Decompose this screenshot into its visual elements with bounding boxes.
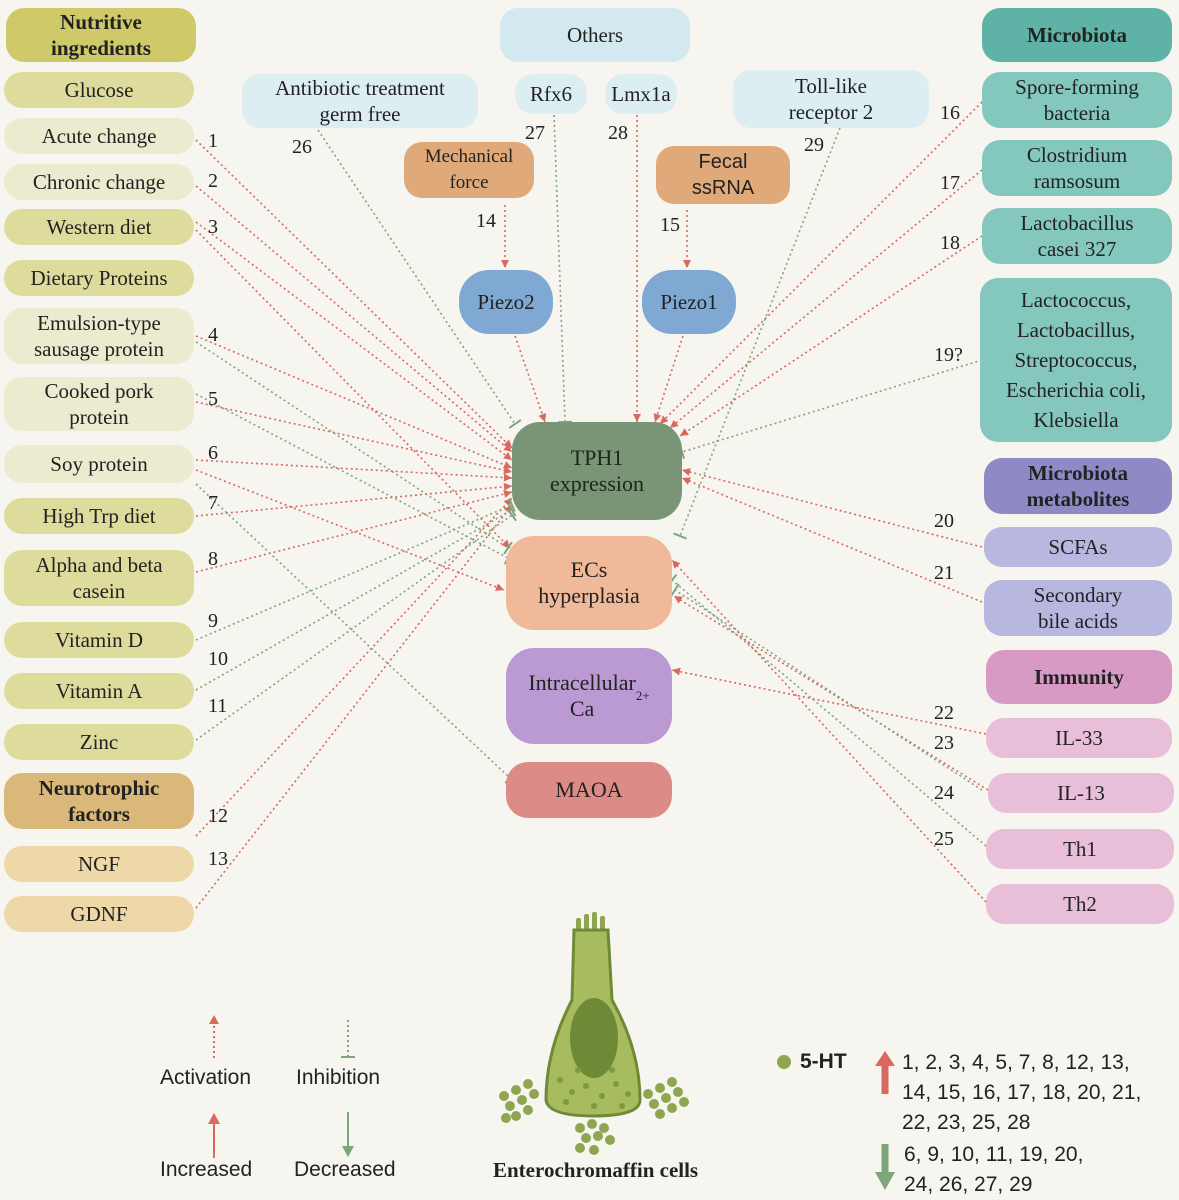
ref-number-8: 8: [208, 548, 218, 570]
legend-inhibition: Inhibition: [296, 1066, 381, 1089]
increased-5ht-arrow-icon: [875, 1051, 895, 1094]
il13-label: IL-13: [988, 773, 1174, 813]
ref-number-1: 1: [208, 130, 218, 152]
mechanical-force-label: Mechanical force: [404, 142, 534, 198]
western-diet-label: Western diet: [4, 209, 194, 245]
nutritive-ingredients-header: Nutritive ingredients: [6, 8, 196, 62]
immunity-header: Immunity: [986, 650, 1172, 704]
activation-arrow-icon: [209, 1015, 219, 1058]
ref-number-16: 16: [940, 102, 960, 124]
ref-number-4: 4: [208, 324, 218, 346]
ref-number-20: 20: [934, 510, 954, 532]
neurotrophic-factors-header: Neurotrophic factors: [4, 773, 194, 829]
ref-number-9: 9: [208, 610, 218, 632]
clostridium-ramsosum-label: Clostridium ramsosum: [982, 140, 1172, 196]
ngf-label: NGF: [4, 846, 194, 882]
piezo1-label: Piezo1: [642, 270, 736, 334]
ref-number-3: 3: [208, 216, 218, 238]
ref-number-14: 14: [476, 210, 496, 232]
cooked-pork-protein-label: Cooked pork protein: [4, 377, 194, 431]
maoa-node: MAOA: [506, 762, 672, 818]
mixed-bacteria-label: Lactococcus, Lactobacillus, Streptococcu…: [980, 278, 1172, 442]
vitamin-d-label: Vitamin D: [4, 622, 194, 658]
ref-number-2: 2: [208, 170, 218, 192]
alpha-beta-casein-label: Alpha and beta casein: [4, 550, 194, 606]
th2-label: Th2: [986, 884, 1174, 924]
ref-number-7: 7: [208, 492, 218, 514]
secondary-bile-acids-label: Secondary bile acids: [984, 580, 1172, 636]
dietary-proteins-label: Dietary Proteins: [4, 260, 194, 296]
toll-like-receptor-2-label: Toll-like receptor 2: [733, 70, 929, 128]
ref-number-19: 19?: [934, 344, 963, 366]
legend-increased: Increased: [160, 1158, 253, 1181]
ref-number-24: 24: [934, 782, 954, 804]
lactobacillus-casei-327-label: Lactobacillus casei 327: [982, 208, 1172, 264]
decreased-5ht-arrow-icon: [875, 1144, 895, 1190]
ref-number-26: 26: [292, 136, 312, 158]
5ht-dot-icon: [777, 1055, 791, 1069]
ref-number-29: 29: [804, 134, 824, 156]
inhibition-bar-icon: [341, 1020, 355, 1058]
ref-number-13: 13: [208, 848, 228, 870]
piezo2-label: Piezo2: [459, 270, 553, 334]
gdnf-label: GDNF: [4, 896, 194, 932]
lmx1a-label: Lmx1a: [605, 74, 677, 114]
zinc-label: Zinc: [4, 724, 194, 760]
decreased-references-list: 6, 9, 10, 11, 19, 20, 24, 26, 27, 29: [904, 1143, 1084, 1196]
enterochromaffin-cells-label: Enterochromaffin cells: [493, 1158, 699, 1182]
ref-number-10: 10: [208, 648, 228, 670]
scfas-label: SCFAs: [984, 527, 1172, 567]
5ht-label: 5-HT: [800, 1050, 847, 1073]
microbiota-metabolites-header: Microbiota metabolites: [984, 458, 1172, 514]
ref-number-18: 18: [940, 232, 960, 254]
ref-number-28: 28: [608, 122, 628, 144]
ref-number-5: 5: [208, 388, 218, 410]
decreased-arrow-icon: [342, 1112, 354, 1157]
glucose-label: Glucose: [4, 72, 194, 108]
ref-number-23: 23: [934, 732, 954, 754]
ref-number-12: 12: [208, 805, 228, 827]
ref-number-21: 21: [934, 562, 954, 584]
rfx6-label: Rfx6: [515, 74, 587, 114]
soy-protein-label: Soy protein: [4, 445, 194, 483]
il33-label: IL-33: [986, 718, 1172, 758]
ref-number-25: 25: [934, 828, 954, 850]
fecal-ssrna-label: Fecal ssRNA: [656, 146, 790, 204]
intracellular-ca-text: Intracellular Ca: [528, 670, 636, 721]
legend-decreased: Decreased: [294, 1158, 396, 1181]
acute-change-label: Acute change: [4, 118, 194, 154]
antibiotic-germ-free-label: Antibiotic treatment germ free: [242, 74, 478, 128]
increased-references-list: 1, 2, 3, 4, 5, 7, 8, 12, 13, 14, 15, 16,…: [902, 1051, 1142, 1134]
microbiota-header: Microbiota: [982, 8, 1172, 62]
ca-charge-superscript: 2+: [635, 688, 650, 703]
spore-forming-bacteria-label: Spore-forming bacteria: [982, 72, 1172, 128]
ref-number-17: 17: [940, 172, 960, 194]
ref-number-27: 27: [525, 122, 545, 144]
ref-number-22: 22: [934, 702, 954, 724]
chronic-change-label: Chronic change: [4, 164, 194, 200]
legend-activation: Activation: [160, 1066, 252, 1089]
high-trp-diet-label: High Trp diet: [4, 498, 194, 534]
others-header: Others: [500, 8, 690, 62]
ref-number-6: 6: [208, 442, 218, 464]
emulsion-sausage-protein-label: Emulsion-type sausage protein: [4, 308, 194, 364]
enterochromaffin-cell-icon: [499, 912, 689, 1155]
ref-number-15: 15: [660, 214, 680, 236]
th1-label: Th1: [986, 829, 1174, 869]
ecs-hyperplasia-node: ECs hyperplasia: [506, 536, 672, 630]
ref-number-11: 11: [208, 695, 228, 717]
vitamin-a-label: Vitamin A: [4, 673, 194, 709]
increased-arrow-icon: [208, 1113, 220, 1158]
tph1-expression-node: TPH1 expression: [512, 422, 682, 520]
